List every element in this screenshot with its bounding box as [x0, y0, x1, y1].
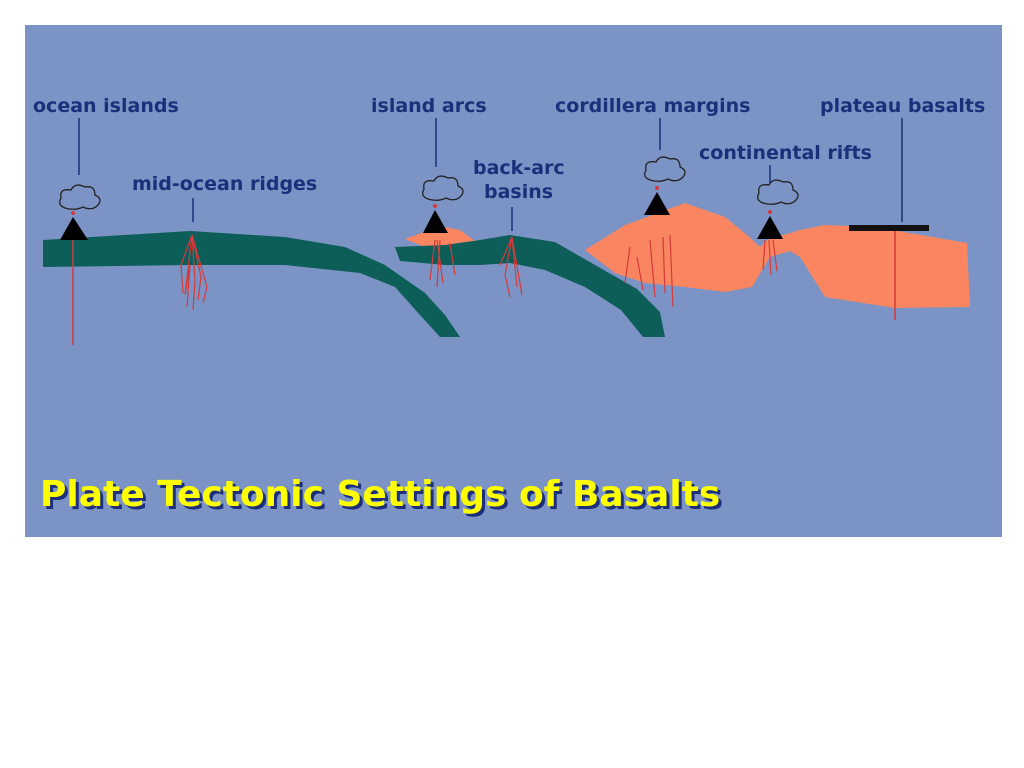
- label-basins: basins: [484, 181, 553, 203]
- plateau-basalt-flow: [849, 225, 929, 231]
- label-back-arc: back-arc: [473, 157, 565, 179]
- label-island-arcs: island arcs: [371, 95, 487, 117]
- label-ocean-islands: ocean islands: [33, 95, 179, 117]
- label-plateau-basalts: plateau basalts: [820, 95, 985, 117]
- tectonic-settings-diagram: ocean islands mid-ocean ridges island ar…: [25, 25, 1002, 537]
- diagram-title: Plate Tectonic Settings of Basalts: [40, 474, 720, 515]
- label-continental-rifts: continental rifts: [699, 142, 872, 164]
- label-cordillera-margins: cordillera margins: [555, 95, 750, 117]
- diagram-panel: ocean islands mid-ocean ridges island ar…: [25, 25, 1002, 537]
- label-mid-ocean-ridges: mid-ocean ridges: [132, 173, 317, 195]
